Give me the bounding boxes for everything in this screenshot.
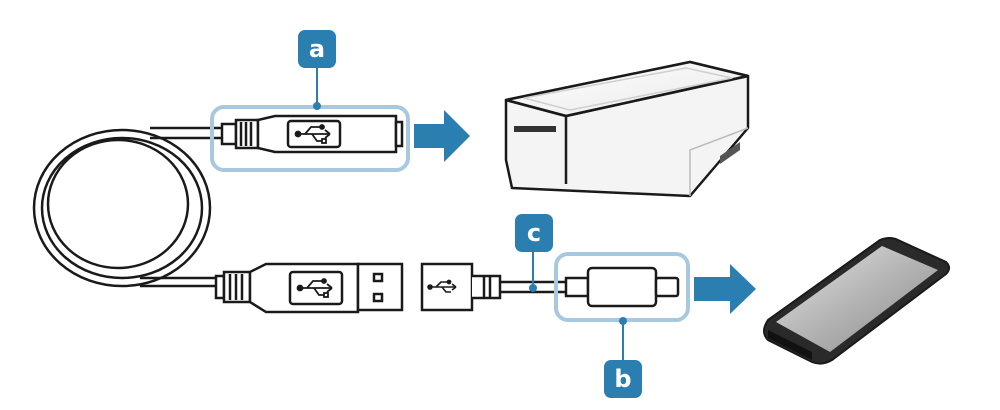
- callout-label-c: c: [527, 219, 541, 247]
- usb-icon: [296, 278, 333, 298]
- callout-label-a: a: [309, 35, 325, 63]
- usb-b-connector: [220, 114, 404, 154]
- usb-icon: [294, 124, 331, 144]
- callout-badge-c: c: [515, 214, 553, 252]
- callout-frame-a: [210, 105, 410, 172]
- usb-adapter: [420, 262, 576, 312]
- usb-c-connector: [564, 266, 680, 308]
- usb-icon: [427, 279, 457, 293]
- right-arrow-icon: [414, 110, 470, 162]
- coiled-cable: [32, 126, 222, 288]
- callout-label-b: b: [614, 365, 631, 393]
- callout-badge-a: a: [298, 30, 336, 68]
- printer-device: [504, 60, 750, 198]
- usb-a-connector: [214, 262, 404, 314]
- smartphone-device: [763, 237, 950, 365]
- callout-badge-b: b: [604, 360, 642, 398]
- right-arrow-icon: [694, 264, 756, 314]
